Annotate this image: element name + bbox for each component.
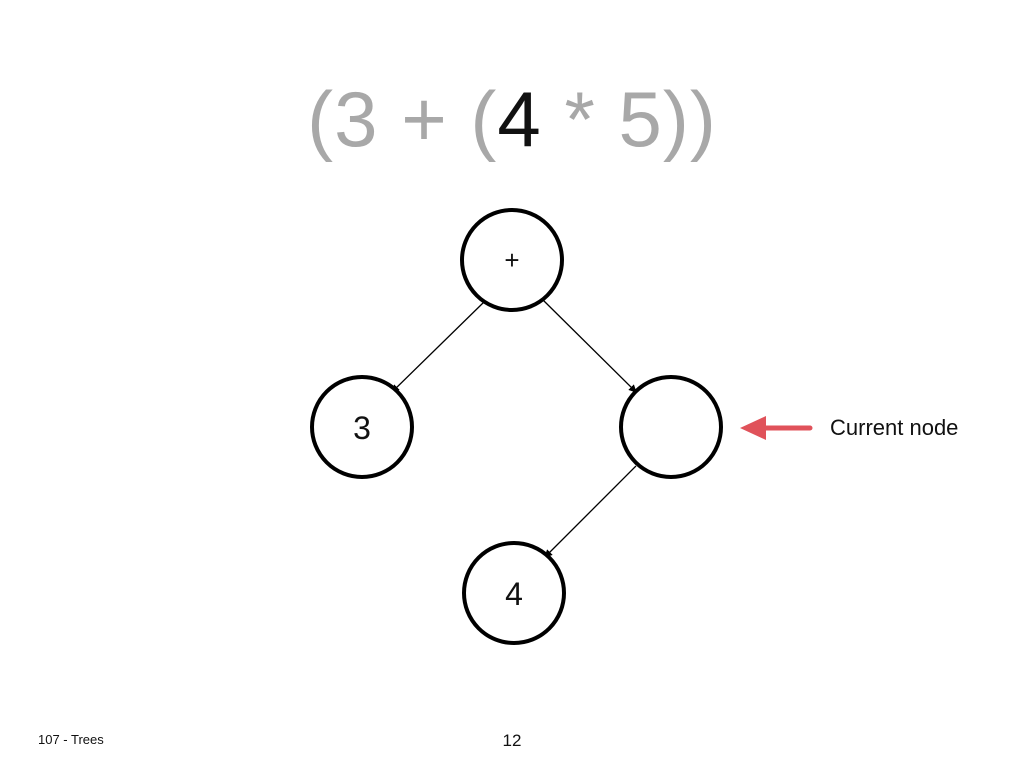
tree-node-left: 3	[310, 375, 414, 479]
tree-node-left-label: 3	[353, 410, 371, 446]
edge-right-to-right-left	[544, 465, 637, 558]
expression-part-current: 4	[497, 75, 542, 163]
current-node-annotation: Current node	[830, 415, 959, 440]
tree-node-right-current	[619, 375, 723, 479]
tree-node-right-left-label: 4	[505, 576, 523, 612]
footer-title: 107 - Trees	[38, 732, 104, 747]
edge-root-to-right	[542, 299, 637, 393]
edge-root-to-left	[391, 301, 485, 393]
expression-heading: (3 + (4 * 5))	[0, 80, 1024, 158]
expression-part-suffix: * 5))	[541, 75, 717, 163]
expression-part-prefix: (3 + (	[307, 75, 498, 163]
current-node-pointer-arrow-icon	[740, 416, 813, 440]
tree-node-root: +	[460, 208, 564, 312]
tree-node-root-label: +	[504, 245, 519, 275]
tree-node-right-left: 4	[462, 541, 566, 645]
page-number: 12	[502, 731, 522, 750]
